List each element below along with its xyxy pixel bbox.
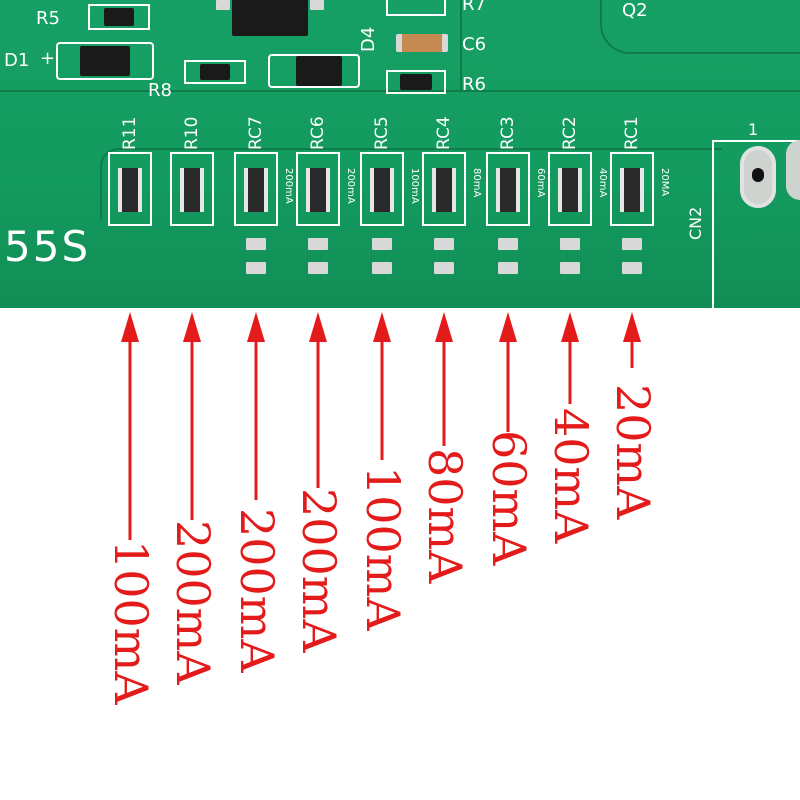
solder-pad-bottom (560, 262, 580, 274)
solder-pad-top (498, 238, 518, 250)
current-label: 200mA (292, 488, 346, 653)
solder-pad-top (246, 238, 266, 250)
resistor-outline (548, 152, 592, 226)
current-label: 100mA (104, 540, 158, 705)
diode-d1 (80, 46, 130, 76)
copper-trace (600, 0, 800, 54)
copper-trace (100, 148, 722, 220)
diode-d1-outline (56, 42, 154, 80)
label-r5: R5 (36, 8, 60, 29)
resistor-body (118, 168, 142, 212)
resistor-outline (610, 152, 654, 226)
resistor-r8 (200, 64, 230, 80)
solder-pad-bottom (434, 262, 454, 274)
connector-cn2 (712, 140, 800, 308)
connector-hole (752, 168, 764, 182)
connector-pad (786, 140, 800, 200)
current-label: 100mA (356, 466, 410, 631)
capacitor-c6 (396, 34, 448, 52)
label-c6: C6 (462, 34, 487, 55)
connector-pad (740, 146, 776, 208)
diode-d4-outline (268, 54, 360, 88)
solder-pad-bottom (372, 262, 392, 274)
current-label: 60mA (482, 430, 536, 566)
copper-trace (460, 0, 800, 92)
resistor-outline (170, 152, 214, 226)
label-r8: R8 (148, 80, 172, 101)
arrow-head (309, 312, 327, 342)
resistor-body (180, 168, 204, 212)
resistor-r8-outline (184, 60, 246, 84)
solder-pad-bottom (498, 262, 518, 274)
resistor-r7-outline (386, 0, 446, 16)
current-label: 200mA (166, 520, 220, 685)
arrow-head (373, 312, 391, 342)
current-label: 80mA (418, 448, 472, 584)
arrow-head (435, 312, 453, 342)
part-number: 55S (4, 222, 91, 271)
solder-pad-top (372, 238, 392, 250)
resistor-outline (422, 152, 466, 226)
ic-chip (232, 0, 308, 36)
arrow-head (247, 312, 265, 342)
arrow-head (121, 312, 139, 342)
label-q2: Q2 (622, 0, 648, 21)
current-label: 40mA (544, 408, 598, 544)
current-label: 20mA (606, 384, 660, 520)
arrow-head (561, 312, 579, 342)
solder-pad-top (434, 238, 454, 250)
solder-pad-top (560, 238, 580, 250)
arrow-head (183, 312, 201, 342)
resistor-r5-outline (88, 4, 150, 30)
solder-pad-bottom (622, 262, 642, 274)
solder-pad-bottom (308, 262, 328, 274)
label-d1: D1 (4, 50, 30, 71)
resistor-outline (296, 152, 340, 226)
ic-pin (216, 0, 230, 10)
arrow-head (499, 312, 517, 342)
diode-d4 (296, 56, 342, 86)
ic-pin (310, 0, 324, 10)
resistor-r6-outline (386, 70, 446, 94)
resistor-body (620, 168, 644, 212)
solder-pad-bottom (246, 262, 266, 274)
resistor-outline (234, 152, 278, 226)
resistor-body (432, 168, 456, 212)
resistor-r5 (104, 8, 134, 26)
label-r6: R6 (462, 74, 486, 95)
resistor-body (244, 168, 268, 212)
resistor-body (306, 168, 330, 212)
solder-pad-top (622, 238, 642, 250)
arrow-head (623, 312, 641, 342)
label-r7: R7 (462, 0, 486, 15)
resistor-outline (108, 152, 152, 226)
resistor-body (558, 168, 582, 212)
connector-pin-label: 1 (748, 120, 759, 139)
current-label: 200mA (230, 508, 284, 673)
resistor-body (370, 168, 394, 212)
resistor-r6 (400, 74, 432, 90)
label-plus: + (40, 48, 56, 69)
solder-pad-top (308, 238, 328, 250)
resistor-body (496, 168, 520, 212)
copper-trace (0, 90, 470, 112)
resistor-outline (486, 152, 530, 226)
resistor-outline (360, 152, 404, 226)
